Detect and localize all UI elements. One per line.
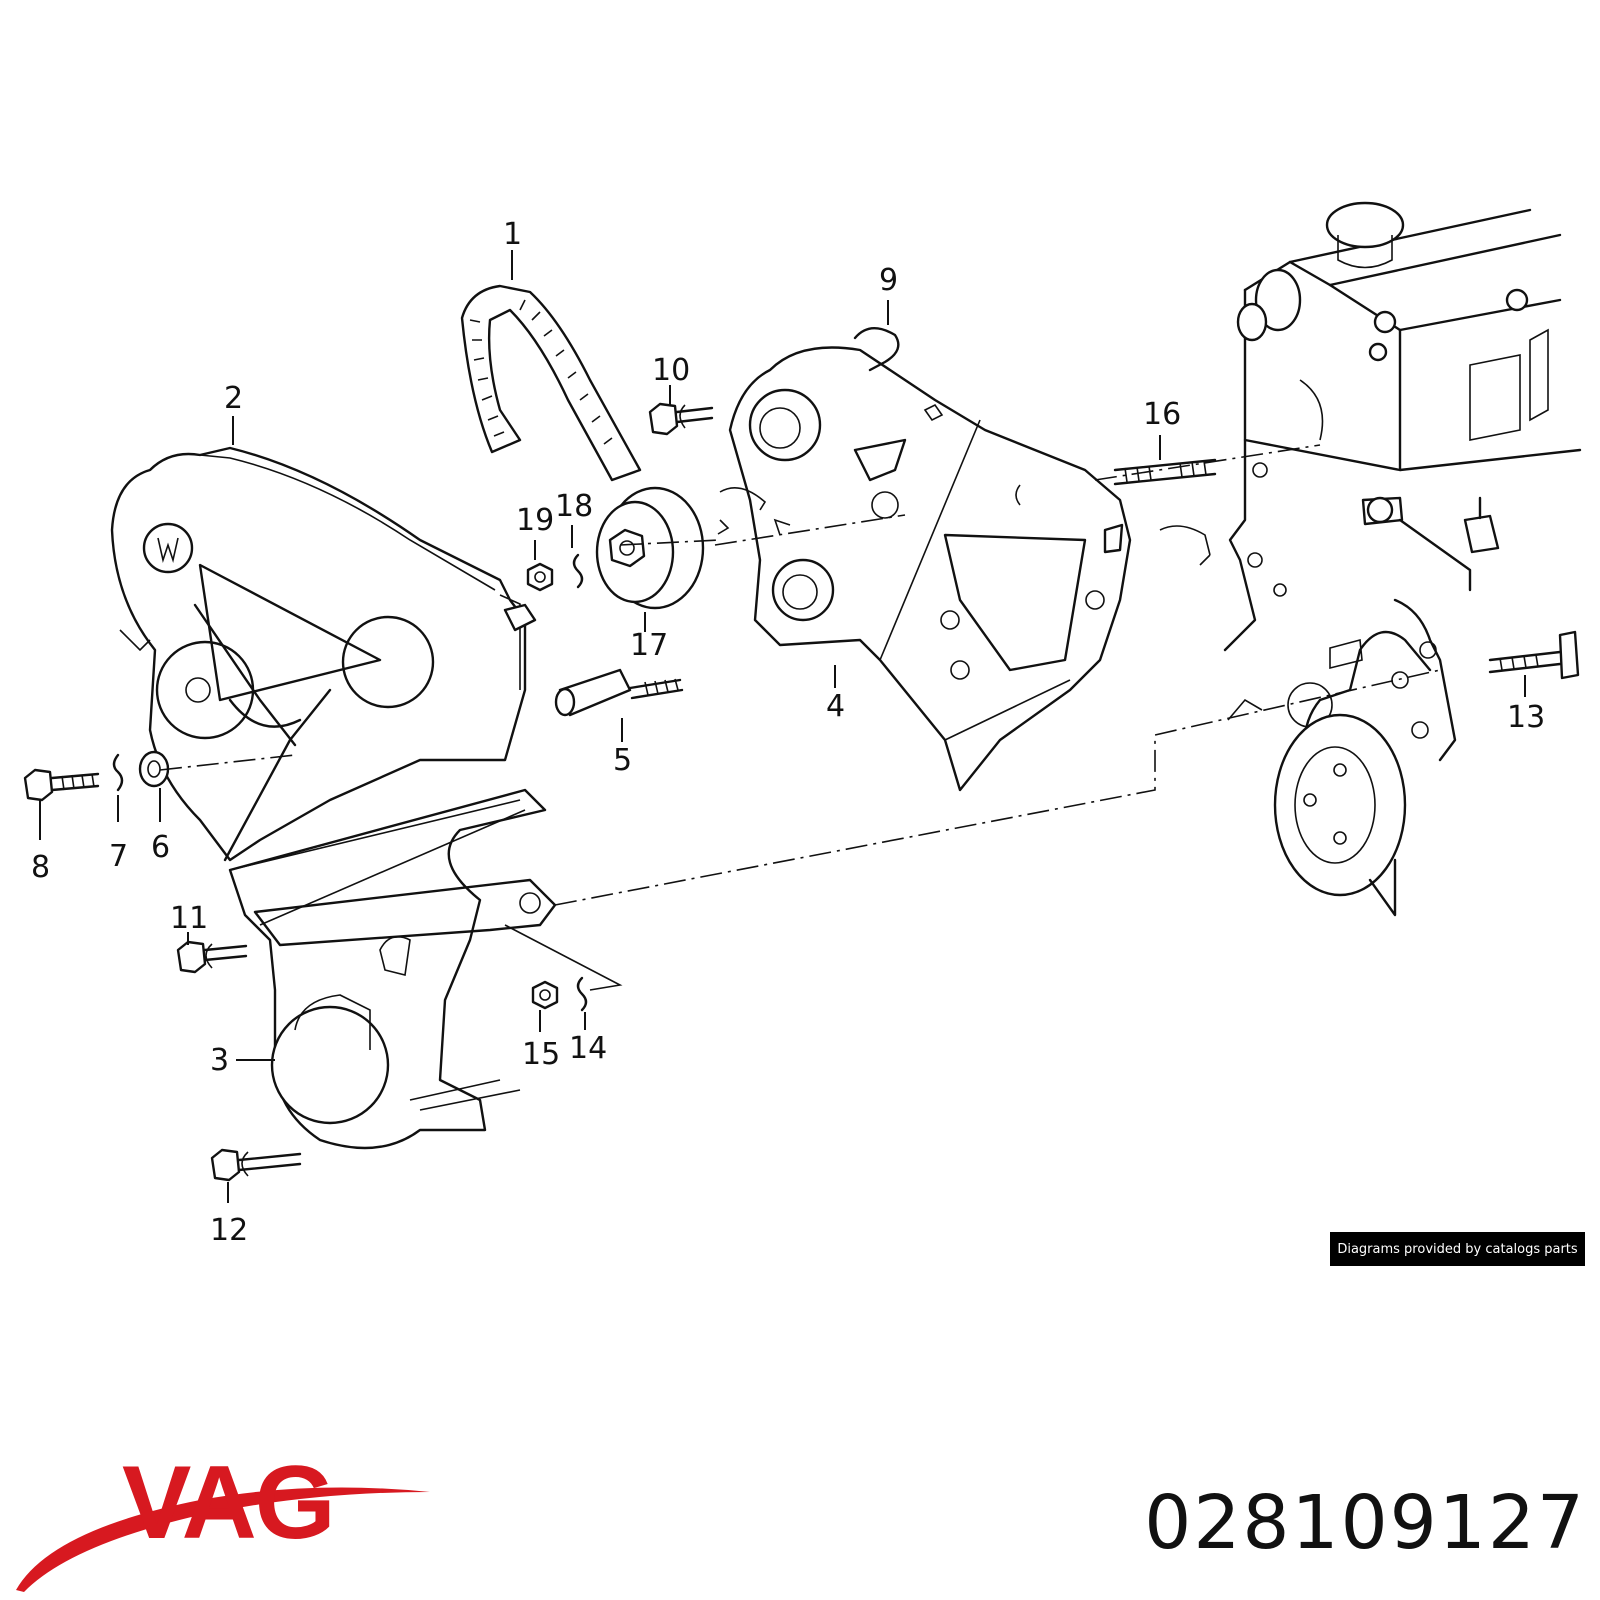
callout-13: 13 bbox=[1507, 700, 1545, 735]
callout-1: 1 bbox=[503, 217, 522, 252]
bolt-8 bbox=[23, 768, 100, 802]
callout-14: 14 bbox=[569, 1031, 607, 1066]
leader-lines bbox=[39, 250, 1526, 1203]
spacer-stud bbox=[554, 668, 684, 717]
callout-17: 17 bbox=[630, 628, 668, 663]
callout-10: 10 bbox=[652, 353, 690, 388]
callout-12: 12 bbox=[210, 1213, 248, 1248]
vag-logo: VAG bbox=[16, 1445, 430, 1592]
spring-washer-7 bbox=[112, 753, 124, 792]
nut-19 bbox=[526, 562, 554, 592]
upper-timing-cover bbox=[110, 446, 537, 862]
timing-belt bbox=[460, 284, 642, 482]
bolt-11 bbox=[176, 940, 248, 974]
rear-timing-plate bbox=[728, 346, 1132, 792]
callout-15: 15 bbox=[522, 1037, 560, 1072]
callout-19: 19 bbox=[516, 503, 554, 538]
bolt-12 bbox=[210, 1148, 302, 1182]
callout-16: 16 bbox=[1143, 397, 1181, 432]
spring-washer-18 bbox=[572, 553, 584, 589]
callout-7: 7 bbox=[109, 839, 128, 874]
stud-16 bbox=[1113, 458, 1217, 486]
logo-text: VAG bbox=[122, 1445, 334, 1561]
tensioner-pulley bbox=[595, 486, 705, 610]
nut-15 bbox=[531, 980, 559, 1010]
bolt-13 bbox=[1488, 630, 1580, 680]
callout-2: 2 bbox=[224, 381, 243, 416]
callout-numbers: 1 2 3 4 5 6 7 8 9 10 11 12 13 14 15 16 1… bbox=[31, 217, 1545, 1248]
spring-washer-14 bbox=[576, 976, 588, 1012]
callout-18: 18 bbox=[555, 489, 593, 524]
callout-8: 8 bbox=[31, 850, 50, 885]
lower-timing-cover bbox=[228, 788, 557, 1150]
callout-3: 3 bbox=[210, 1043, 229, 1078]
alignment-lines bbox=[159, 444, 1441, 991]
callout-11: 11 bbox=[170, 901, 208, 936]
callout-9: 9 bbox=[879, 263, 898, 298]
engine-block bbox=[1223, 201, 1582, 917]
part-number: 028109127 bbox=[1144, 1480, 1586, 1566]
callout-4: 4 bbox=[826, 689, 845, 724]
diagram-credit-badge: Diagrams provided by catalogs parts bbox=[1330, 1232, 1585, 1266]
callout-5: 5 bbox=[613, 743, 632, 778]
clip-9 bbox=[853, 327, 900, 372]
bolt-10 bbox=[648, 402, 714, 436]
callout-6: 6 bbox=[151, 830, 170, 865]
logo-swoosh bbox=[16, 1487, 430, 1592]
